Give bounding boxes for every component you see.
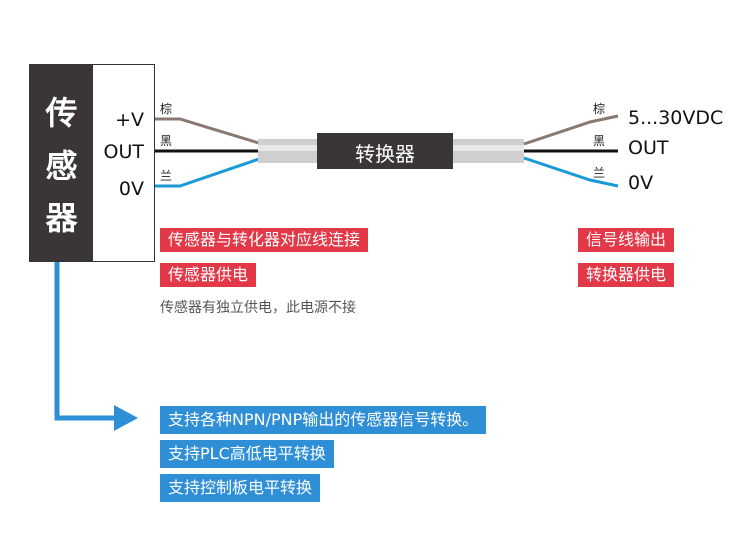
sensor-title-panel [30,65,93,261]
left-blue-wire [147,156,263,188]
right-out-label: OUT [628,137,669,159]
left-blue-tag: 兰 [160,169,173,183]
right-blue-wire [523,156,619,188]
left-black-tag: 黑 [160,134,173,148]
left-brown-wire [147,117,263,146]
pin-0v: 0V [118,178,144,200]
right-blue-tag: 兰 [593,166,606,180]
tag-sensor-connect: 传感器与转化器对应线连接 [160,228,369,252]
right-voltage-label: 5...30VDC [628,107,724,129]
right-black-tag: 黑 [593,134,606,148]
feature-plc: 支持PLC高低电平转换 [160,440,334,468]
right-brown-tag: 棕 [593,102,606,116]
sensor-title-char-2: 感 [45,147,78,185]
sensor-title-char-1: 传 [45,94,78,132]
converter-box [317,133,453,169]
feature-npn-pnp: 支持各种NPN/PNP输出的传感器信号转换。 [160,406,487,434]
feature-control-board: 支持控制板电平转换 [160,474,321,502]
sensor-title-char-3: 器 [45,199,78,237]
converter-label: 转换器 [355,142,415,166]
arrow-head [114,405,138,431]
sensor-power-note: 传感器有独立供电，此电源不接 [160,300,356,316]
tag-signal-output: 信号线输出 [578,228,675,252]
pin-out: OUT [103,141,144,163]
tag-sensor-power: 传感器供电 [160,263,257,287]
right-0v-label: 0V [628,172,654,194]
tag-converter-power: 转换器供电 [578,263,675,287]
left-brown-tag: 棕 [160,102,173,116]
right-brown-wire [523,114,619,146]
pin-vplus: +V [115,109,144,131]
feature-arrow [54,262,118,421]
